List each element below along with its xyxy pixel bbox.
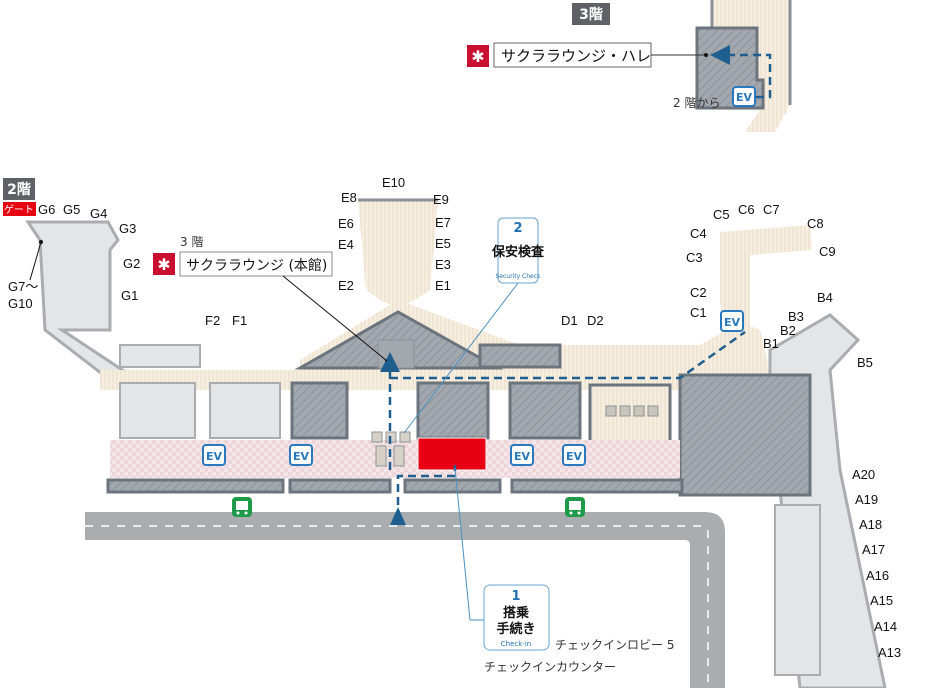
svg-text:保安検査: 保安検査 (491, 244, 545, 260)
e-pier (358, 200, 438, 308)
svg-text:EV: EV (293, 450, 310, 463)
floor3-badge (572, 3, 610, 25)
svg-text:G4: G4 (90, 206, 107, 221)
svg-text:C2: C2 (690, 285, 707, 300)
svg-text:E9: E9 (433, 192, 449, 207)
svg-text:E2: E2 (338, 278, 354, 293)
lounge-hale-label-box[interactable] (493, 42, 652, 68)
svg-text:A15: A15 (870, 593, 893, 608)
security-check-box[interactable] (497, 217, 539, 284)
route-to-hale (710, 45, 772, 99)
lounge-main-label: サクララウンジ (本館) (186, 257, 327, 274)
svg-text:A13: A13 (878, 645, 901, 660)
svg-text:EV: EV (724, 316, 741, 329)
svg-text:G7〜: G7〜 (8, 279, 38, 294)
svg-text:C1: C1 (690, 305, 707, 320)
floor3-badge-text: 3階 (579, 6, 603, 23)
svg-text:C4: C4 (690, 226, 707, 241)
bus-stop-icon (565, 497, 585, 517)
svg-text:A14: A14 (874, 619, 897, 634)
svg-text:A18: A18 (859, 517, 882, 532)
svg-text:B2: B2 (780, 323, 796, 338)
svg-text:E1: E1 (435, 278, 451, 293)
svg-text:D2: D2 (587, 313, 604, 328)
floor2-badge (3, 178, 35, 200)
svg-text:D1: D1 (561, 313, 578, 328)
ev-icon: EV (202, 444, 226, 466)
svg-text:C7: C7 (763, 202, 780, 217)
svg-text:E7: E7 (435, 215, 451, 230)
svg-text:EV: EV (514, 450, 531, 463)
ev-icon: EV (562, 444, 586, 466)
svg-text:C6: C6 (738, 202, 755, 217)
svg-text:E3: E3 (435, 257, 451, 272)
svg-text:EV: EV (566, 450, 583, 463)
svg-text:F2: F2 (205, 313, 220, 328)
svg-text:C9: C9 (819, 244, 836, 259)
g-gates-area[interactable] (25, 220, 134, 382)
svg-text:B1: B1 (763, 336, 779, 351)
svg-text:G3: G3 (119, 221, 136, 236)
ev-icon (732, 86, 756, 107)
svg-text:G6: G6 (38, 202, 55, 217)
svg-text:Security Check: Security Check (495, 273, 541, 280)
lounge-main-label-box[interactable] (179, 251, 333, 277)
ev-icon: EV (720, 310, 744, 332)
svg-text:ゲート: ゲート (4, 204, 34, 216)
svg-text:A19: A19 (855, 492, 878, 507)
svg-text:C3: C3 (686, 250, 703, 265)
svg-text:B5: B5 (857, 355, 873, 370)
svg-text:G10: G10 (8, 296, 33, 311)
checkin-counter-label: チェックインカウンター (484, 660, 616, 674)
checkin-counter[interactable] (417, 437, 487, 471)
svg-text:✱: ✱ (471, 47, 484, 66)
svg-text:E10: E10 (382, 175, 405, 190)
svg-text:✱: ✱ (157, 255, 170, 274)
svg-text:F1: F1 (232, 313, 247, 328)
sakura-lounge-icon (467, 45, 489, 67)
svg-text:搭乗: 搭乗 (503, 605, 529, 621)
floor3-section: 3階 ✱ サクララウンジ・ハレ EV 2 階から (467, 0, 792, 132)
svg-text:E6: E6 (338, 216, 354, 231)
svg-text:手続き: 手続き (496, 621, 535, 637)
from-floor2-label: 2 階から (673, 95, 720, 110)
svg-text:G5: G5 (63, 202, 80, 217)
ev-icon: EV (510, 444, 534, 466)
route-c-pier (390, 330, 746, 380)
svg-text:B3: B3 (788, 309, 804, 324)
floor2-badge-text: 2階 (7, 181, 31, 198)
svg-text:E5: E5 (435, 236, 451, 251)
svg-text:1: 1 (511, 589, 520, 604)
svg-text:E8: E8 (341, 190, 357, 205)
svg-text:A17: A17 (862, 542, 885, 557)
sakura-lounge-icon (153, 253, 175, 275)
svg-text:G1: G1 (121, 288, 138, 303)
checkin-box[interactable] (483, 584, 550, 651)
svg-text:B4: B4 (817, 290, 833, 305)
svg-text:A20: A20 (852, 467, 875, 482)
svg-text:C5: C5 (713, 207, 730, 222)
svg-text:EV: EV (206, 450, 223, 463)
gate-tag (3, 202, 36, 216)
road (85, 512, 725, 688)
svg-text:Check-in: Check-in (501, 640, 531, 648)
checkin-lobby-label: チェックインロビー 5 (555, 638, 674, 652)
lounge-hale-label: サクララウンジ・ハレ (501, 47, 651, 65)
lounge-floor-label: 3 階 (180, 234, 203, 249)
svg-text:EV: EV (736, 91, 753, 104)
svg-text:A16: A16 (866, 568, 889, 583)
svg-text:C8: C8 (807, 216, 824, 231)
svg-text:G2: G2 (123, 256, 140, 271)
bus-stop-icon (232, 497, 252, 517)
svg-text:2: 2 (513, 221, 522, 236)
svg-text:E4: E4 (338, 237, 354, 252)
ev-icon: EV (289, 444, 313, 466)
